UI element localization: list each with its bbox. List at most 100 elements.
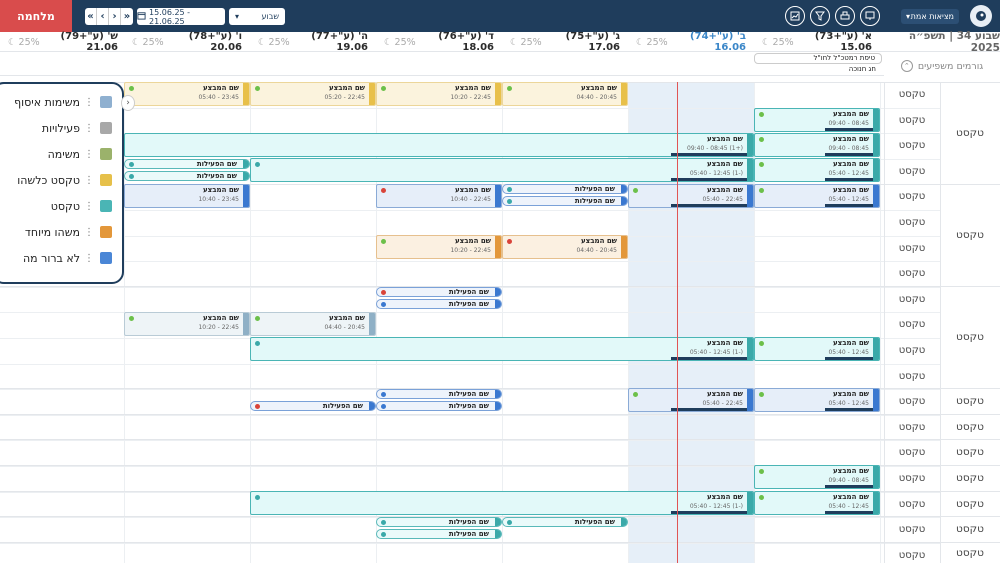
print-icon[interactable]: [835, 6, 855, 26]
divider: [884, 82, 885, 563]
factors-toggle[interactable]: גורמים משפיעים ⌃: [884, 55, 1000, 77]
kebab-icon[interactable]: ⋮: [84, 96, 94, 108]
row-label: טקסט: [898, 166, 926, 177]
kebab-icon[interactable]: ⋮: [84, 200, 94, 212]
chart-icon[interactable]: [785, 6, 805, 26]
chevron-down-icon: ▾: [235, 12, 240, 21]
note-chip[interactable]: טיסת רמטכ"ל לחו"ל: [754, 53, 882, 64]
moon-icon: ☾: [132, 36, 141, 48]
grid-row-line: [0, 440, 940, 441]
legend-item[interactable]: ⋮ פעילויות: [42, 120, 112, 136]
last-week-button[interactable]: »: [123, 11, 131, 22]
reality-select-value: מציאות אמת: [910, 12, 954, 21]
activity-pill[interactable]: שם הפעילות: [376, 401, 502, 411]
grid-row-line: [0, 543, 940, 544]
collapse-legend-button[interactable]: ›: [121, 95, 135, 111]
kebab-icon[interactable]: ⋮: [84, 174, 94, 186]
row-label: טקסט: [898, 319, 926, 330]
activity-pill[interactable]: שם הפעילות: [376, 517, 502, 527]
legend-item[interactable]: ⋮ משהו מיוחד: [25, 224, 112, 240]
activity-pill[interactable]: שם הפעילות: [124, 171, 250, 181]
kebab-icon[interactable]: ⋮: [84, 226, 94, 238]
first-week-button[interactable]: «: [85, 8, 97, 25]
kebab-icon[interactable]: ⋮: [84, 122, 94, 134]
reality-select[interactable]: ▾ מציאות אמת: [901, 9, 959, 24]
day-name: ב' (ע"+74) 16.06: [690, 31, 746, 53]
moon-icon: ☾: [510, 36, 519, 48]
kebab-icon[interactable]: ⋮: [84, 148, 94, 160]
row-label: טקסט: [898, 345, 926, 356]
day-header-fri[interactable]: ו' (ע"+78) 20.06 25%☾: [124, 31, 250, 53]
activity-pill[interactable]: שם הפעילות: [376, 299, 502, 309]
monitor-icon[interactable]: [860, 6, 880, 26]
row-label: טקסט: [898, 396, 926, 407]
day-name: ד' (ע"+76) 18.06: [438, 31, 494, 53]
legend-item[interactable]: ⋮ טקסט: [51, 198, 112, 214]
date-range-picker[interactable]: 15.06.25 - 21.06.25: [137, 8, 225, 26]
day-header-sat[interactable]: ש' (ע"+79) 21.06 25%☾: [0, 31, 126, 53]
activity-pill[interactable]: שם הפעילות: [376, 389, 502, 399]
war-button[interactable]: מלחמה: [0, 0, 72, 32]
logo-icon: [970, 5, 992, 27]
activity-pill[interactable]: שם הפעילות: [250, 401, 376, 411]
view-select-value: שבוע: [261, 12, 279, 21]
day-header-mon[interactable]: ב' (ע"+74) 16.06 25%☾: [628, 31, 754, 53]
activity-pill[interactable]: שם הפעילות: [502, 517, 628, 527]
divider: [940, 82, 941, 563]
activity-pill[interactable]: שם הפעילות: [376, 287, 502, 297]
day-percent: 25%☾: [384, 36, 416, 48]
kebab-icon[interactable]: ⋮: [84, 252, 94, 264]
next-week-button[interactable]: ›: [109, 8, 121, 25]
day-header-tue[interactable]: ג' (ע"+75) 17.06 25%☾: [502, 31, 628, 53]
legend-swatch: [100, 252, 112, 264]
view-select[interactable]: ▾ שבוע: [229, 8, 285, 25]
legend-item[interactable]: ⋮ לא ברור מה: [23, 250, 112, 266]
day-header-sun[interactable]: א' (ע"+73) 15.06 25%☾: [754, 31, 880, 53]
group-divider: [0, 465, 1000, 466]
legend-swatch: [100, 122, 112, 134]
divider: [0, 75, 884, 76]
day-header-wed[interactable]: ד' (ע"+76) 18.06 25%☾: [376, 31, 502, 53]
chevron-up-icon: ⌃: [900, 60, 913, 72]
activity-pill[interactable]: שם הפעילות: [502, 184, 628, 194]
activity-pill[interactable]: שם הפעילות: [502, 196, 628, 206]
activity-pill[interactable]: שם הפעילות: [376, 529, 502, 539]
moon-icon: ☾: [762, 36, 771, 48]
legend-item[interactable]: ⋮ משימות איסוף: [14, 94, 112, 110]
day-header-thu[interactable]: ה' (ע"+77) 19.06 25%☾: [250, 31, 376, 53]
legend-item[interactable]: ⋮ טקסט כלשהו: [17, 172, 112, 188]
row-label: טקסט: [898, 422, 926, 433]
activity-pill[interactable]: שם הפעילות: [124, 159, 250, 169]
week-nav: « ‹ › »: [85, 8, 133, 25]
row-label: טקסט: [898, 447, 926, 458]
group-label: טקסט: [956, 522, 984, 535]
prev-week-button[interactable]: ‹: [97, 8, 109, 25]
row-label: טקסט: [898, 217, 926, 228]
filter-icon[interactable]: [810, 6, 830, 26]
legend-item[interactable]: ⋮ משימה: [48, 146, 112, 162]
